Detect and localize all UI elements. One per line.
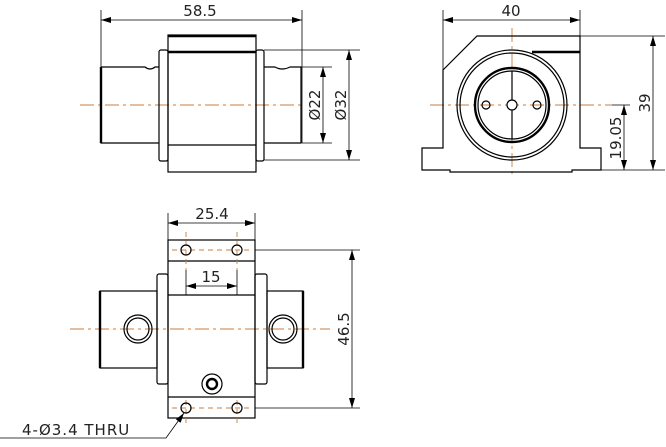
center-height-dimension: 19.05 [607, 117, 625, 160]
housing [167, 239, 256, 419]
mount-hole [180, 402, 192, 414]
shaft-diameter-dimension: Ø22 [306, 90, 324, 121]
width-dimension: 40 [501, 2, 520, 20]
grease-fitting [201, 373, 223, 395]
hole-spacing-y-dimension: 46.5 [335, 312, 353, 345]
mount-hole [231, 244, 243, 256]
left-flange [158, 49, 169, 162]
housing [167, 34, 257, 173]
center-hole [506, 99, 518, 111]
top-view: 25.4 15 46.5 4-Ø3.4 THRU [0, 205, 360, 439]
inner-spacing-dimension: 15 [201, 268, 220, 286]
length-dimension: 58.5 [183, 2, 216, 20]
flange-diameter-dimension: Ø32 [332, 90, 350, 121]
side-view: 58.5 Ø22 Ø32 [80, 2, 360, 173]
pin-hole [481, 100, 491, 110]
hole-note: 4-Ø3.4 THRU [22, 421, 130, 439]
height-dimension: 39 [636, 93, 654, 112]
hole-spacing-x-dimension: 25.4 [195, 205, 228, 223]
right-shaft [264, 66, 302, 144]
front-view: 40 39 19.05 [421, 2, 665, 178]
pillow-block-body [421, 35, 602, 173]
mount-hole [231, 402, 243, 414]
pin-hole [532, 100, 542, 110]
right-flange [255, 49, 265, 162]
mount-hole [180, 244, 192, 256]
